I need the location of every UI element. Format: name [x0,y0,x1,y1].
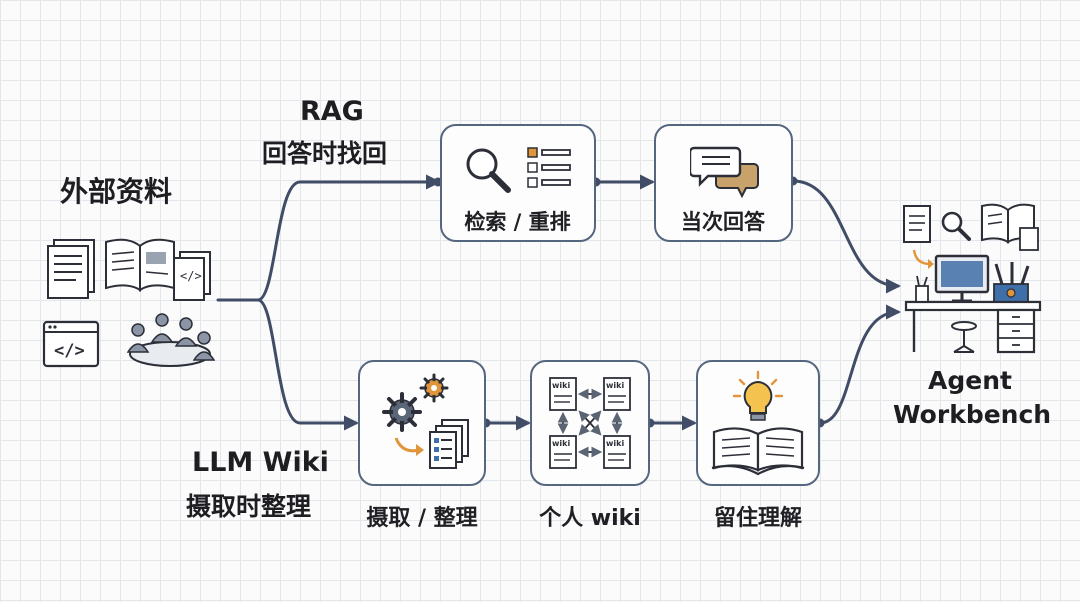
chat-bubbles-icon [690,146,759,198]
destination-title-line1: Agent [928,366,1012,395]
document-stack-icon: </> [47,238,211,301]
magnifier-icon [466,147,571,193]
svg-text:</>: </> [54,341,85,361]
connectors [216,174,901,431]
rag-title: RAG [300,96,364,127]
wiki-page-label-4: wiki [606,439,624,448]
edge-retain-to-workbench [818,304,901,425]
node-retain-understand [696,360,820,486]
rag-subtitle: 回答时找回 [262,139,388,168]
lightbulb-icon [711,370,805,476]
node-personal-wiki-label: 个人 wiki [539,506,641,531]
edge-branch-to-wiki [256,298,359,431]
checklist-icon [527,147,571,188]
node-retrieve-rerank-label: 检索 / 重排 [464,210,571,234]
node-one-time-answer: 当次回答 [654,124,793,242]
svg-text:</>: </> [180,269,202,283]
open-book-icon [711,427,805,476]
document-icon [903,205,931,243]
destination-title-line2: Workbench [893,400,1052,429]
open-book-icon [981,203,1039,251]
wiki-page-label-1: wiki [552,381,570,390]
node-ingest-organize [358,360,486,486]
team-meeting-icon [126,313,215,367]
llm-wiki-title: LLM Wiki [192,447,329,478]
node-retrieve-rerank: 检索 / 重排 [440,124,596,242]
wiki-page-label-3: wiki [552,439,570,448]
open-book-icon [105,238,175,292]
code-window-icon: </> [42,313,215,368]
edge-answer-to-workbench [791,179,901,294]
wiki-page-label-2: wiki [606,381,624,390]
gears-icon [382,373,469,469]
llm-wiki-subtitle: 摄取时整理 [186,492,312,521]
edge-branch-to-rag [256,174,441,302]
desk-workstation-icon [903,203,1042,354]
node-ingest-organize-label: 摄取 / 整理 [366,506,478,531]
node-one-time-answer-label: 当次回答 [681,210,765,234]
organized-docs-icon [429,419,469,469]
node-retain-understand-label: 留住理解 [713,506,802,531]
magnifier-icon [941,211,971,241]
node-personal-wiki: wiki wiki wiki wiki [530,360,650,486]
linked-wiki-pages-icon: wiki wiki wiki wiki [549,377,631,469]
sources-title: 外部资料 [60,175,173,208]
code-files-icon: </> [173,251,211,301]
